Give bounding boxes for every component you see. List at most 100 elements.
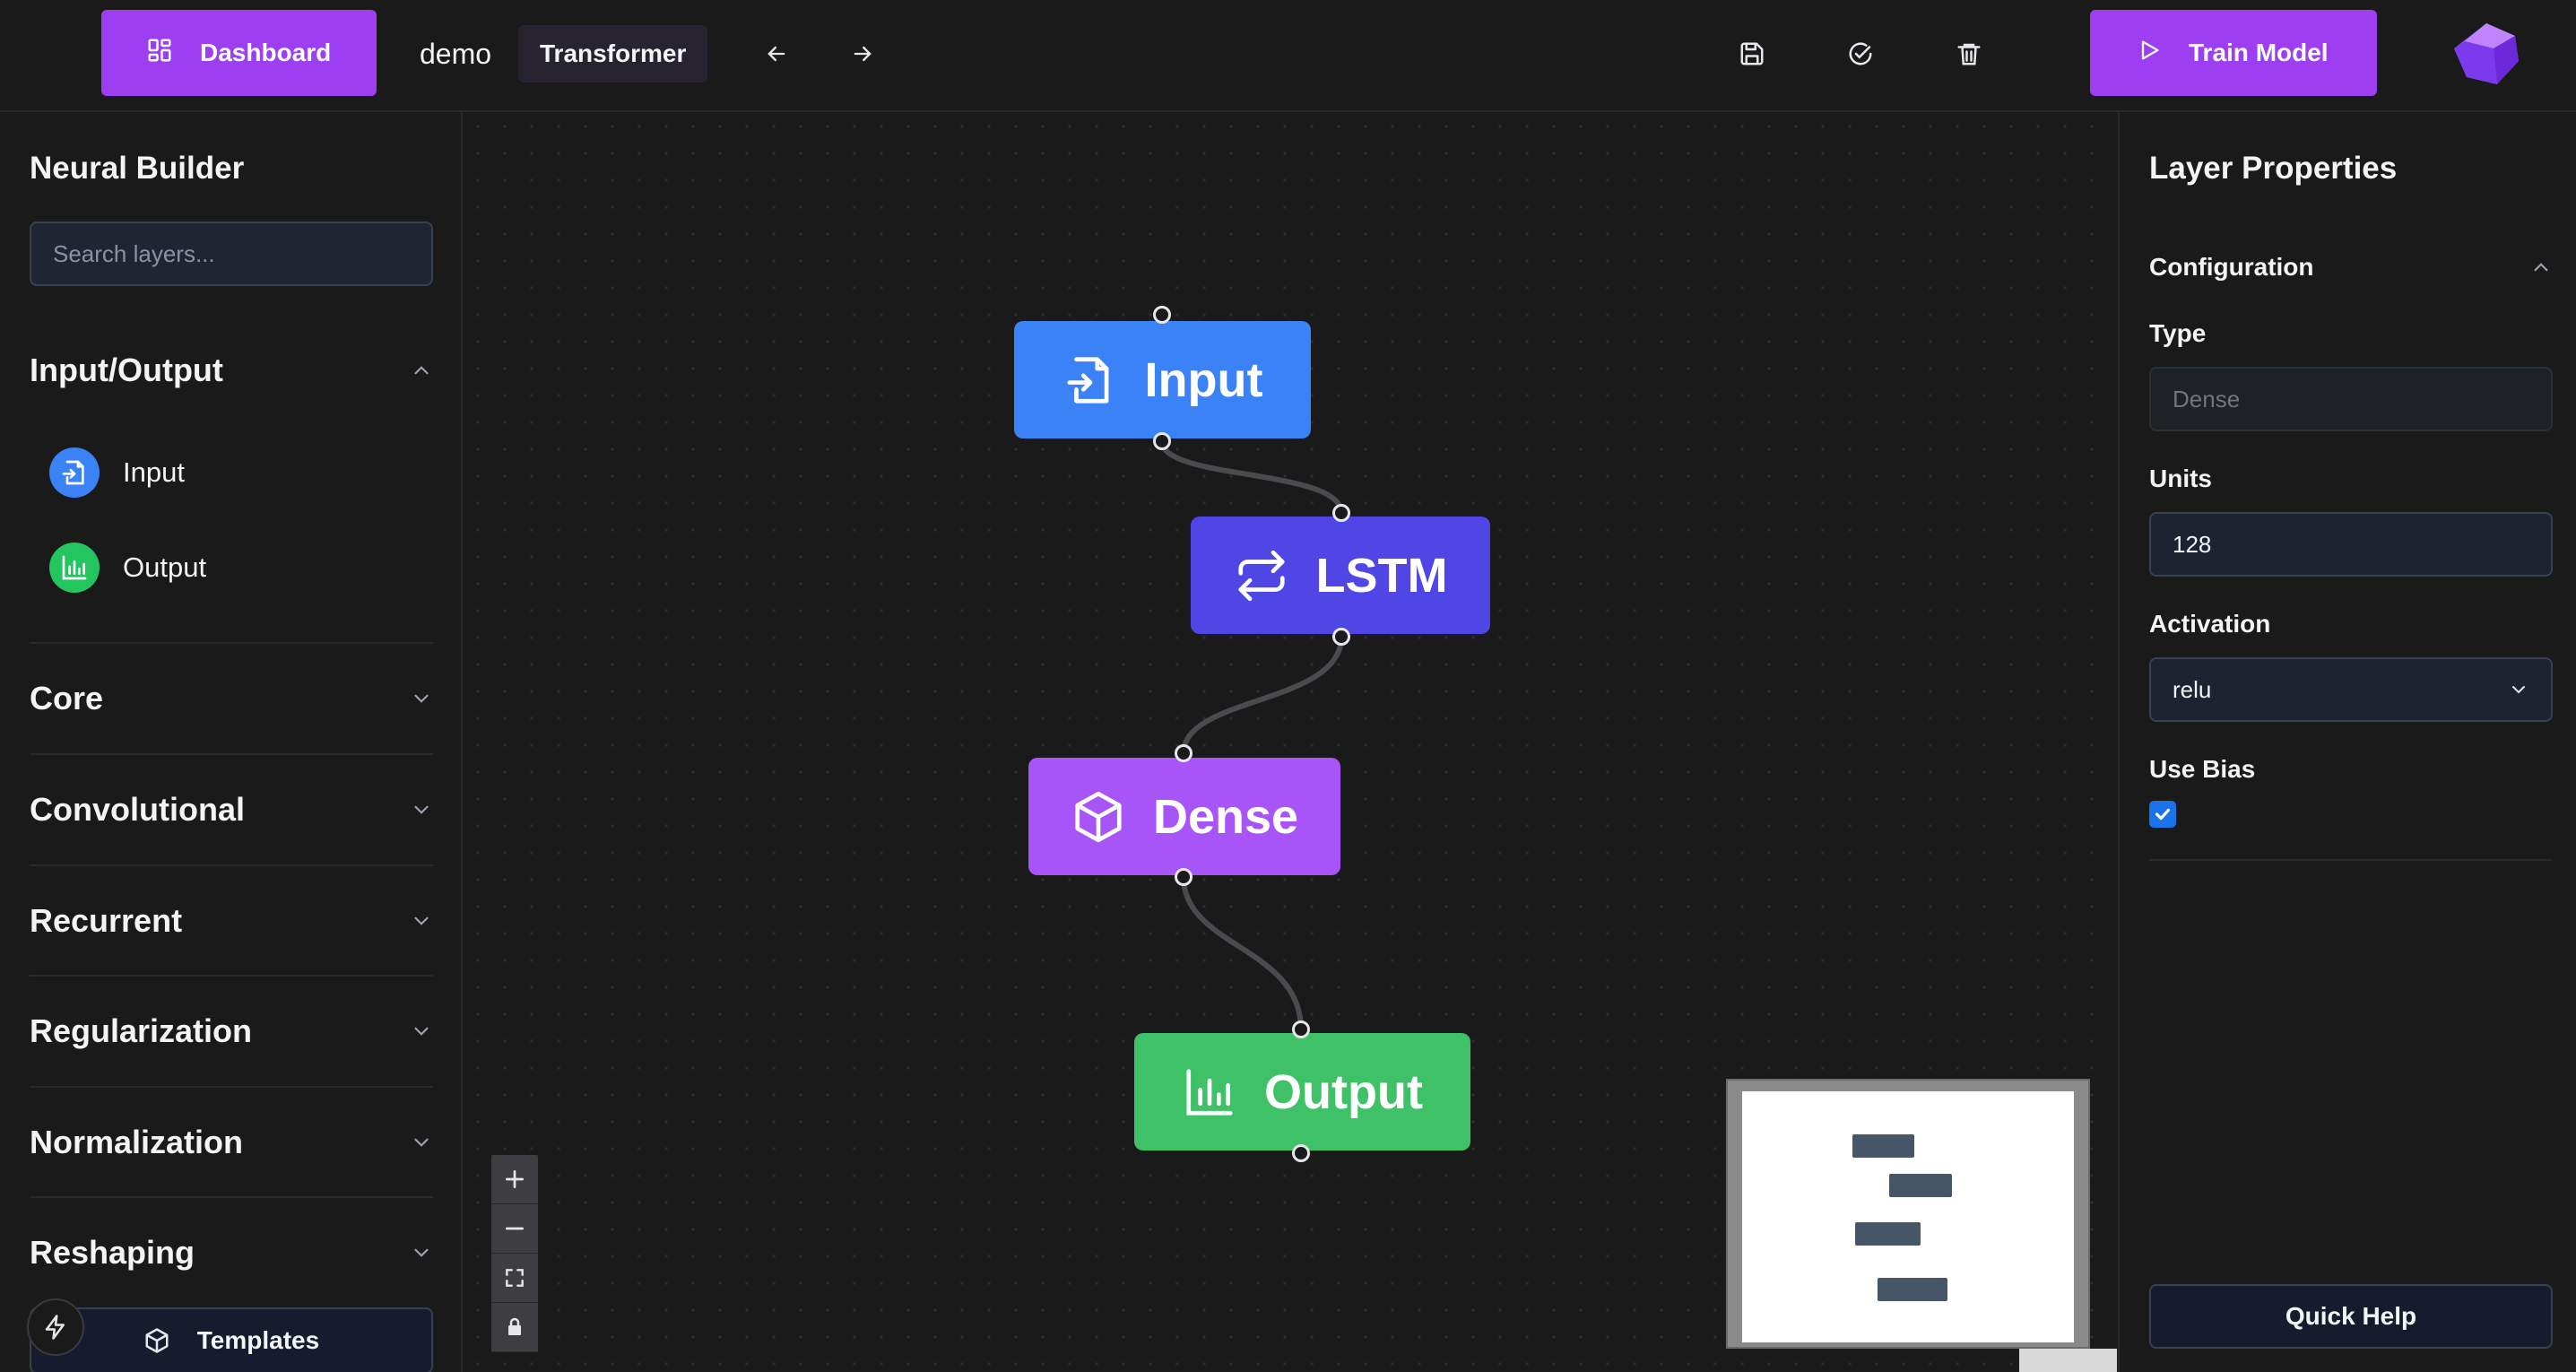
use-bias-checkbox[interactable] (2149, 801, 2176, 828)
category-recurrent[interactable]: Recurrent (30, 894, 433, 948)
zoom-out-button[interactable] (491, 1204, 538, 1254)
edge-lstm-dense (1181, 636, 1344, 754)
bar-chart-icon (1186, 1068, 1233, 1116)
category-label: Regularization (30, 1012, 253, 1049)
section-divider (2149, 859, 2553, 861)
repeat-icon (1237, 550, 1285, 601)
chevron-down-icon (414, 694, 429, 703)
minimap-node (1889, 1174, 1952, 1197)
quick-help-button[interactable]: Quick Help (2149, 1284, 2553, 1349)
node-output-target-handle[interactable] (1292, 1020, 1310, 1038)
node-label: LSTM (1315, 548, 1448, 603)
node-dense-source-handle[interactable] (1175, 868, 1193, 886)
project-name: demo (420, 38, 492, 70)
node-input-source-handle[interactable] (1153, 432, 1171, 450)
lightning-bolt-icon (45, 1315, 65, 1340)
minimap-node (1878, 1278, 1947, 1301)
train-model-label: Train Model (2189, 39, 2329, 66)
node-input-target-handle[interactable] (1153, 306, 1171, 324)
chevron-down-icon (414, 1248, 429, 1257)
category-label: Normalization (30, 1124, 244, 1160)
node-lstm[interactable]: LSTM (1191, 517, 1490, 634)
node-lstm-target-handle[interactable] (1332, 504, 1350, 522)
node-label: Dense (1152, 789, 1299, 844)
undo-arrow-icon[interactable] (759, 36, 794, 72)
file-input-icon (1066, 356, 1108, 404)
category-normalization[interactable]: Normalization (30, 1116, 433, 1169)
fit-view-button[interactable] (491, 1254, 538, 1303)
category-input-output[interactable]: Input/Output (30, 343, 433, 397)
activation-value: relu (2173, 675, 2212, 703)
category-divider (30, 642, 433, 644)
zoom-in-button[interactable] (491, 1155, 538, 1204)
checkmark-icon (2155, 808, 2171, 821)
minimap-node (1855, 1222, 1921, 1246)
dashboard-button[interactable]: Dashboard (101, 10, 377, 96)
cube-icon (1075, 791, 1122, 842)
edge-dense-output (1181, 876, 1304, 1030)
templates-button[interactable]: Templates (30, 1307, 433, 1372)
top-bar: Dashboard demo Transformer Train Model (0, 0, 2576, 112)
category-core[interactable]: Core (30, 672, 433, 725)
train-model-button[interactable]: Train Model (2090, 10, 2377, 96)
chevron-up-icon (414, 366, 429, 375)
lock-icon (508, 1317, 521, 1335)
category-label: Core (30, 680, 104, 716)
units-field[interactable] (2149, 512, 2553, 577)
chevron-down-icon (414, 805, 429, 814)
layer-item-label: Output (123, 551, 207, 583)
node-output[interactable]: Output (1134, 1033, 1470, 1151)
node-label: Output (1264, 1064, 1423, 1119)
configuration-section-header[interactable]: Configuration (2149, 253, 2553, 282)
quick-actions-button[interactable] (27, 1298, 84, 1356)
edge-layer (1159, 440, 1344, 1030)
layer-sidebar: Neural Builder Input/Output Input Output… (0, 113, 463, 1372)
units-label: Units (2149, 465, 2212, 492)
node-lstm-source-handle[interactable] (1332, 628, 1350, 646)
flow-canvas[interactable]: Input LSTM Dense Output (464, 113, 2117, 1372)
edge-input-lstm (1159, 440, 1344, 514)
file-input-icon (49, 447, 100, 498)
properties-title: Layer Properties (2149, 151, 2398, 186)
node-dense-target-handle[interactable] (1175, 744, 1193, 762)
type-label: Type (2149, 319, 2207, 347)
redo-arrow-icon[interactable] (845, 36, 880, 72)
use-bias-label: Use Bias (2149, 755, 2256, 783)
activation-select[interactable]: relu (2149, 657, 2553, 722)
node-output-source-handle[interactable] (1292, 1144, 1310, 1162)
category-regularization[interactable]: Regularization (30, 1004, 433, 1058)
minus-icon (505, 1227, 525, 1230)
category-divider (30, 1086, 433, 1088)
fit-view-icon (506, 1269, 524, 1287)
cube-icon (145, 1328, 169, 1353)
lock-button[interactable] (491, 1303, 538, 1352)
category-divider (30, 1196, 433, 1198)
validate-check-icon[interactable] (1843, 36, 1878, 72)
layer-item-label: Input (123, 456, 185, 488)
category-divider (30, 753, 433, 755)
dashboard-grid-icon (146, 37, 173, 70)
plus-icon (505, 1169, 525, 1189)
chevron-up-icon (2534, 263, 2548, 272)
node-dense[interactable]: Dense (1028, 758, 1340, 875)
layer-item-input[interactable]: Input (49, 446, 185, 499)
chevron-down-icon (414, 1138, 429, 1147)
templates-label: Templates (196, 1326, 320, 1354)
category-convolutional[interactable]: Convolutional (30, 783, 433, 837)
search-layers-input[interactable] (30, 221, 433, 286)
category-reshaping[interactable]: Reshaping (30, 1226, 433, 1280)
category-divider (30, 864, 433, 866)
dashboard-label: Dashboard (200, 39, 332, 66)
category-label: Convolutional (30, 791, 245, 828)
category-label: Recurrent (30, 902, 183, 939)
node-input[interactable]: Input (1014, 321, 1311, 439)
chevron-down-icon (2512, 686, 2525, 694)
minimap[interactable] (1726, 1079, 2090, 1349)
bar-chart-icon (49, 543, 100, 593)
layer-item-output[interactable]: Output (49, 541, 206, 595)
save-icon[interactable] (1734, 36, 1770, 72)
trash-icon[interactable] (1951, 36, 1987, 72)
chevron-down-icon (414, 1027, 429, 1036)
app-logo-icon (2452, 22, 2520, 86)
